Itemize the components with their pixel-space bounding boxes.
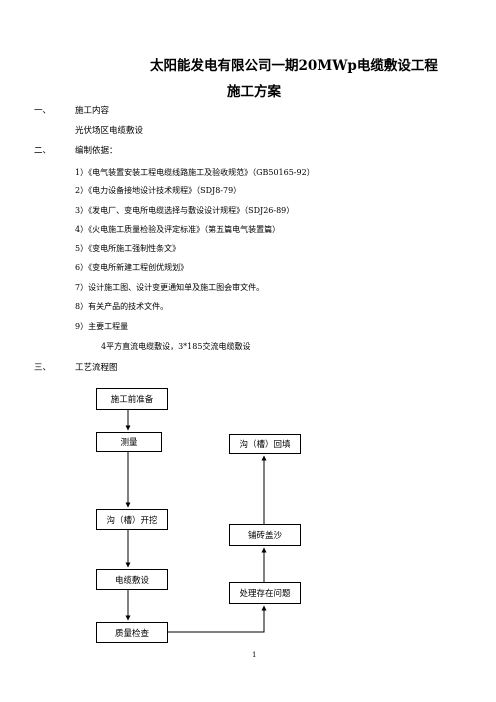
arrow-inspection-to-fix	[168, 605, 267, 633]
flow-step-quality-inspection: 质量检查	[96, 622, 168, 643]
basis-item-4: 4）《火电施工质量检验及评定标准》（第五篇电气装置篇）	[75, 225, 281, 234]
basis-item-6: 6）《变电所新建工程创优规划》	[75, 263, 189, 272]
quantity-line: 4平方直流电缆敷设，3*185交流电缆敷设	[101, 342, 251, 351]
flow-step-cable-laying: 电缆敷设	[96, 569, 168, 590]
flow-step-preparation: 施工前准备	[96, 388, 168, 410]
document-title: 太阳能发电有限公司一期20MWp电缆敷设工程	[150, 58, 438, 74]
section-3-number: 三、	[34, 363, 52, 373]
section-3-heading: 工艺流程图	[75, 363, 118, 373]
section-2-number: 二、	[34, 146, 52, 156]
basis-item-9: 9）主要工程量	[75, 322, 129, 331]
basis-item-2: 2）《电力设备接地设计技术规程》（SDJ8-79）	[75, 186, 242, 195]
section-1-body: 光伏场区电缆敷设	[75, 126, 144, 136]
basis-item-8: 8）有关产品的技术文件。	[75, 302, 169, 311]
flow-step-brick-sand-cover: 铺砖盖沙	[229, 524, 301, 546]
page-number: 1	[252, 651, 257, 659]
flow-step-fix-issues: 处理存在问题	[229, 582, 301, 604]
flow-step-trench-backfill: 沟（槽）回填	[229, 434, 301, 454]
section-1-heading: 施工内容	[75, 106, 110, 116]
flow-step-trench-excavation: 沟（槽）开挖	[96, 509, 168, 530]
basis-item-7: 7）设计施工图、设计变更通知单及施工图会审文件。	[75, 283, 265, 292]
basis-item-3: 3）《发电厂、变电所电缆选择与敷设设计规程》（SDJ26-89）	[75, 206, 295, 215]
section-2-heading: 编制依据：	[75, 146, 118, 156]
section-1-number: 一、	[34, 106, 52, 116]
flow-step-measurement: 测量	[96, 432, 162, 452]
document-subtitle: 施工方案	[227, 84, 281, 100]
basis-item-5: 5）《变电所施工强制性条文》	[75, 244, 181, 253]
basis-item-1: 1）《电气装置安装工程电缆线路施工及验收规范》（GB50165-92）	[75, 168, 315, 177]
